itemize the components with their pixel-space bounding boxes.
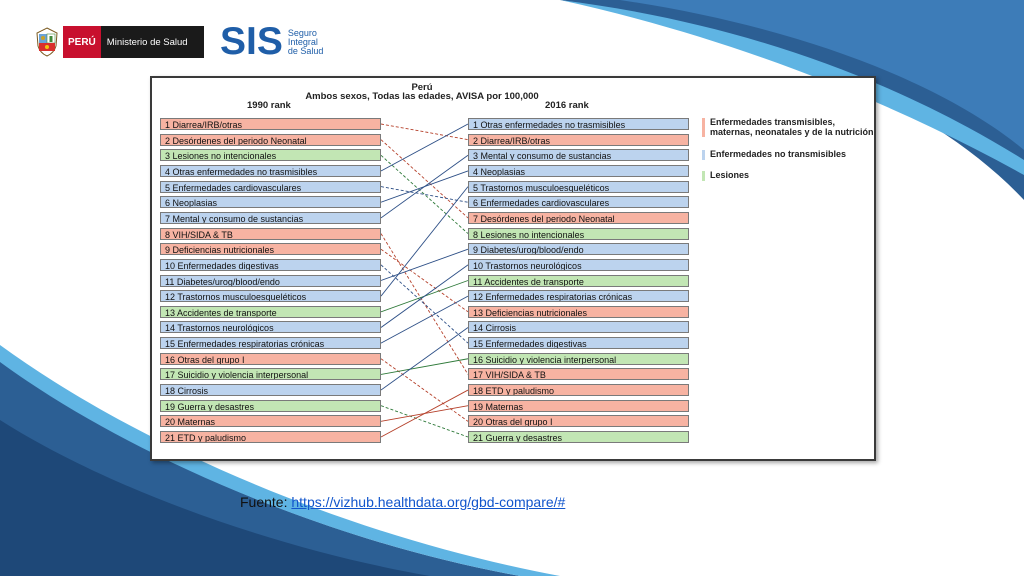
rank-comparison-chart: Perú Ambos sexos, Todas las edades, AVIS… — [150, 76, 876, 461]
left-rank-13: 13 Accidentes de transporte — [160, 305, 381, 318]
left-rank-18: 18 Cirrosis — [160, 384, 381, 397]
right-rank-18: 18 ETD y paludismo — [468, 384, 689, 397]
left-rank-11: 11 Diabetes/urog/blood/endo — [160, 274, 381, 287]
right-rank-14: 14 Cirrosis — [468, 321, 689, 334]
link-12-to-5 — [380, 186, 469, 297]
link-5-to-6 — [380, 186, 469, 203]
link-21-to-18 — [380, 389, 469, 438]
link-19-to-21 — [380, 405, 469, 438]
right-rank-10: 10 Trastornos neurológicos — [468, 258, 689, 271]
right-rank-13: 13 Deficiencias nutricionales — [468, 305, 689, 318]
peru-label: PERÚ — [63, 26, 101, 58]
legend-item-ncd: Enfermedades no transmisibles — [702, 149, 874, 160]
left-rank-5: 5 Enfermedades cardiovasculares — [160, 180, 381, 193]
left-rank-17: 17 Suicidio y violencia interpersonal — [160, 368, 381, 381]
link-2-to-7 — [380, 139, 469, 219]
right-rank-6: 6 Enfermedades cardiovasculares — [468, 196, 689, 209]
left-rank-12: 12 Trastornos musculoesqueléticos — [160, 290, 381, 303]
source-citation: Fuente: https://vizhub.healthdata.org/gb… — [240, 494, 565, 510]
peru-ministry-logo: PERÚ Ministerio de Salud — [34, 26, 204, 58]
source-label: Fuente: — [240, 494, 292, 510]
right-rank-7: 7 Desórdenes del periodo Neonatal — [468, 211, 689, 224]
link-3-to-8 — [380, 154, 469, 234]
legend-item-communicable: Enfermedades transmisibles, maternas, ne… — [702, 117, 874, 137]
left-rank-10: 10 Enfermedades digestivas — [160, 258, 381, 271]
left-rank-15: 15 Enfermedades respiratorias crónicas — [160, 337, 381, 350]
ministry-label: Ministerio de Salud — [100, 26, 204, 58]
link-18-to-14 — [380, 327, 469, 391]
link-7-to-3 — [380, 154, 469, 219]
chart-title: Ambos sexos, Todas las edades, AVISA por… — [305, 91, 539, 102]
link-17-to-16 — [380, 358, 469, 375]
left-rank-6: 6 Neoplasias — [160, 196, 381, 209]
coat-of-arms-icon — [36, 27, 58, 57]
link-16-to-20 — [380, 358, 469, 422]
right-column-header: 2016 rank — [545, 100, 589, 111]
left-rank-8: 8 VIH/SIDA & TB — [160, 227, 381, 240]
right-rank-16: 16 Suicidio y violencia interpersonal — [468, 352, 689, 365]
left-rank-1: 1 Diarrea/IRB/otras — [160, 118, 381, 130]
left-rank-21: 21 ETD y paludismo — [160, 431, 381, 443]
right-rank-12: 12 Enfermedades respiratorias crónicas — [468, 290, 689, 303]
link-8-to-17 — [380, 233, 469, 375]
left-rank-3: 3 Lesiones no intencionales — [160, 149, 381, 162]
left-rank-9: 9 Deficiencias nutricionales — [160, 243, 381, 256]
right-rank-8: 8 Lesiones no intencionales — [468, 227, 689, 240]
source-link[interactable]: https://vizhub.healthdata.org/gbd-compar… — [291, 494, 566, 510]
legend-item-injuries: Lesiones — [702, 170, 874, 181]
left-rank-16: 16 Otras del grupo I — [160, 352, 381, 365]
left-rank-2: 2 Desórdenes del periodo Neonatal — [160, 133, 381, 146]
right-rank-9: 9 Diabetes/urog/blood/endo — [468, 243, 689, 256]
link-10-to-15 — [380, 264, 469, 344]
left-rank-19: 19 Guerra y desastres — [160, 399, 381, 412]
link-11-to-9 — [380, 248, 469, 281]
link-4-to-1 — [380, 123, 469, 172]
right-rank-21: 21 Guerra y desastres — [468, 431, 689, 443]
right-rank-3: 3 Mental y consumo de sustancias — [468, 149, 689, 162]
sis-subtitle: Seguro Integral de Salud — [287, 27, 324, 56]
right-rank-2: 2 Diarrea/IRB/otras — [468, 133, 689, 146]
left-column-header: 1990 rank — [247, 100, 291, 111]
left-rank-14: 14 Trastornos neurológicos — [160, 321, 381, 334]
right-rank-19: 19 Maternas — [468, 399, 689, 412]
right-rank-17: 17 VIH/SIDA & TB — [468, 368, 689, 381]
right-rank-5: 5 Trastornos musculoesqueléticos — [468, 180, 689, 193]
link-15-to-12 — [380, 295, 469, 344]
link-1-to-2 — [380, 123, 469, 141]
right-rank-20: 20 Otras del grupo I — [468, 415, 689, 428]
right-rank-4: 4 Neoplasias — [468, 164, 689, 177]
sis-logo: SIS Seguro Integral de Salud — [220, 20, 324, 63]
link-14-to-10 — [380, 264, 469, 328]
left-rank-20: 20 Maternas — [160, 415, 381, 428]
sis-wordmark: SIS — [220, 20, 283, 63]
right-rank-15: 15 Enfermedades digestivas — [468, 337, 689, 350]
left-rank-4: 4 Otras enfermedades no trasmisibles — [160, 164, 381, 177]
rank-links — [380, 123, 469, 438]
right-rank-11: 11 Accidentes de transporte — [468, 274, 689, 287]
link-9-to-13 — [380, 248, 469, 313]
right-rank-1: 1 Otras enfermedades no trasmisibles — [468, 118, 689, 130]
chart-title-country: Perú — [411, 82, 433, 93]
left-rank-7: 7 Mental y consumo de sustancias — [160, 211, 381, 224]
